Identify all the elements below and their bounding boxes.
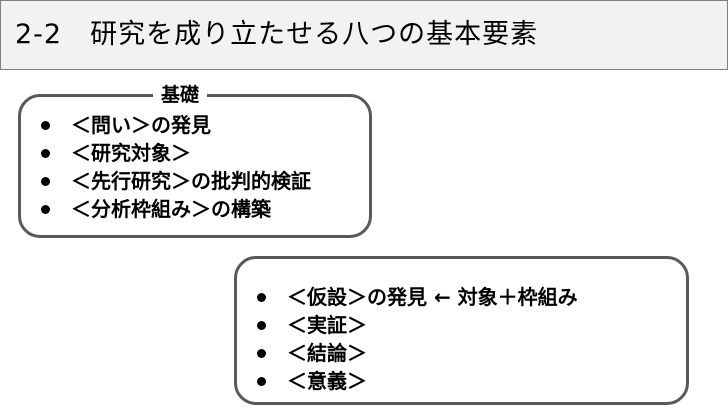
list-item: ＜研究対象＞	[37, 139, 311, 167]
foundation-label: 基礎	[153, 82, 208, 108]
bullet-icon	[257, 377, 266, 386]
foundation-list: ＜問い＞の発見 ＜研究対象＞ ＜先行研究＞の批判的検証 ＜分析枠組み＞の構築	[37, 111, 311, 223]
list-item-text: ＜分析枠組み＞の構築	[71, 197, 271, 221]
bullet-icon	[41, 177, 50, 186]
list-item: ＜問い＞の発見	[37, 111, 311, 139]
bullet-icon	[41, 149, 50, 158]
list-item-text: ＜実証＞	[287, 313, 367, 337]
list-item: ＜先行研究＞の批判的検証	[37, 167, 311, 195]
list-item-text: ＜問い＞の発見	[71, 113, 211, 137]
list-item-text: ＜研究対象＞	[71, 141, 191, 165]
bullet-icon	[257, 349, 266, 358]
list-item: ＜仮設＞の発見 ← 対象＋枠組み	[253, 283, 578, 311]
title-bar: 2-2 研究を成り立たせる八つの基本要素	[0, 0, 728, 70]
list-item: ＜実証＞	[253, 311, 578, 339]
research-box: ＜仮設＞の発見 ← 対象＋枠組み ＜実証＞ ＜結論＞ ＜意義＞	[234, 256, 689, 405]
list-item-text: ＜仮設＞の発見 ← 対象＋枠組み	[287, 285, 578, 309]
slide-title: 2-2 研究を成り立たせる八つの基本要素	[15, 19, 539, 50]
list-item: ＜意義＞	[253, 367, 578, 395]
foundation-box: 基礎 ＜問い＞の発見 ＜研究対象＞ ＜先行研究＞の批判的検証 ＜分析枠組み＞の構…	[18, 82, 372, 238]
bullet-icon	[257, 293, 266, 302]
bullet-icon	[257, 321, 266, 330]
list-item-text: ＜先行研究＞の批判的検証	[71, 169, 311, 193]
bullet-icon	[41, 121, 50, 130]
research-list: ＜仮設＞の発見 ← 対象＋枠組み ＜実証＞ ＜結論＞ ＜意義＞	[253, 283, 578, 395]
list-item-text: ＜結論＞	[287, 341, 367, 365]
list-item: ＜結論＞	[253, 339, 578, 367]
list-item-text: ＜意義＞	[287, 369, 367, 393]
list-item: ＜分析枠組み＞の構築	[37, 195, 311, 223]
bullet-icon	[41, 205, 50, 214]
